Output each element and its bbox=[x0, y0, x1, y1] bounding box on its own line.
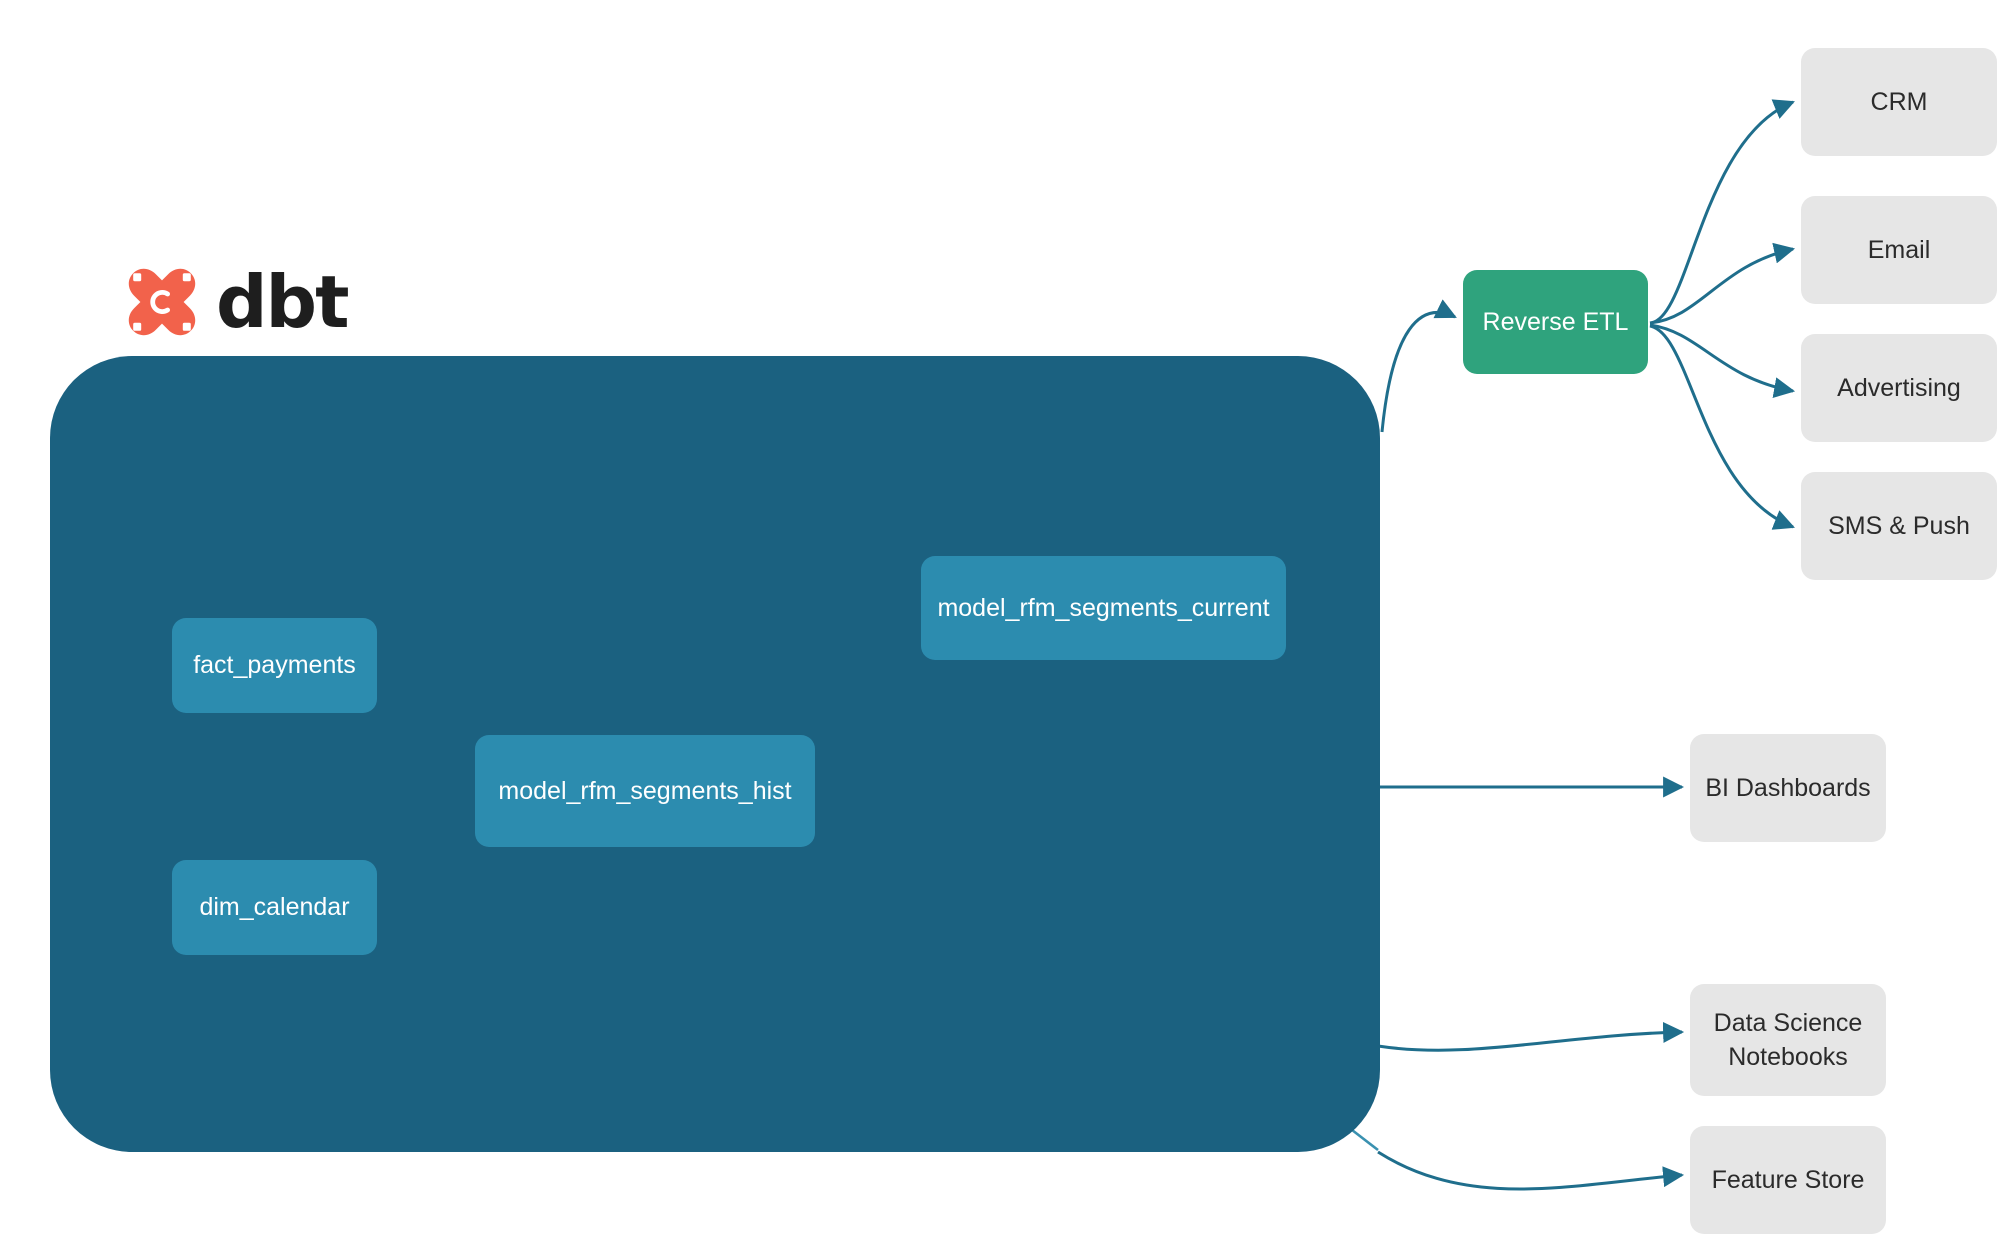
node-bi-dashboards[interactable]: BI Dashboards bbox=[1690, 734, 1886, 842]
edge-reverse-etl-to-sms-push bbox=[1649, 324, 1795, 530]
edge-reverse-etl-to-crm bbox=[1649, 99, 1795, 325]
node-sms-push[interactable]: SMS & Push bbox=[1801, 472, 1997, 580]
dbt-x-logo-icon bbox=[128, 268, 196, 336]
node-feature-store[interactable]: Feature Store bbox=[1690, 1126, 1886, 1234]
node-label: CRM bbox=[1870, 88, 1928, 116]
node-label: fact_payments bbox=[193, 651, 356, 679]
node-email[interactable]: Email bbox=[1801, 196, 1997, 304]
node-label: dim_calendar bbox=[199, 893, 350, 921]
node-label: Advertising bbox=[1837, 374, 1961, 402]
edge-reverse-etl-to-email bbox=[1649, 242, 1796, 325]
node-label: BI Dashboards bbox=[1705, 774, 1871, 802]
node-model-rfm-segments-hist[interactable]: model_rfm_segments_hist bbox=[475, 735, 815, 847]
node-crm[interactable]: CRM bbox=[1801, 48, 1997, 156]
node-label: Feature Store bbox=[1711, 1166, 1865, 1194]
node-reverse-etl[interactable]: Reverse ETL bbox=[1463, 270, 1648, 374]
node-label: SMS & Push bbox=[1828, 512, 1970, 540]
node-fact-payments[interactable]: fact_payments bbox=[172, 618, 377, 713]
edge-to-feature-store bbox=[1377, 1150, 1685, 1191]
dbt-logo: dbt bbox=[122, 260, 349, 344]
node-label: Reverse ETL bbox=[1482, 307, 1629, 336]
node-advertising[interactable]: Advertising bbox=[1801, 334, 1997, 442]
edge-to-ds-notebooks bbox=[1377, 1021, 1685, 1052]
node-label: model_rfm_segments_hist bbox=[498, 776, 792, 805]
edge-reverse-etl-to-advertising bbox=[1649, 323, 1796, 399]
node-data-science-notebooks[interactable]: Data Science Notebooks bbox=[1690, 984, 1886, 1096]
node-label-line-1: Data Science bbox=[1713, 1009, 1863, 1037]
node-label-line-2: Notebooks bbox=[1728, 1043, 1848, 1071]
node-dim-calendar[interactable]: dim_calendar bbox=[172, 860, 377, 955]
node-label: model_rfm_segments_current bbox=[937, 593, 1270, 622]
node-label: Email bbox=[1867, 236, 1931, 264]
node-model-rfm-segments-current[interactable]: model_rfm_segments_current bbox=[921, 556, 1286, 660]
dbt-wordmark: dbt bbox=[216, 260, 349, 344]
edge-container-to-reverse-etl bbox=[1380, 299, 1457, 433]
